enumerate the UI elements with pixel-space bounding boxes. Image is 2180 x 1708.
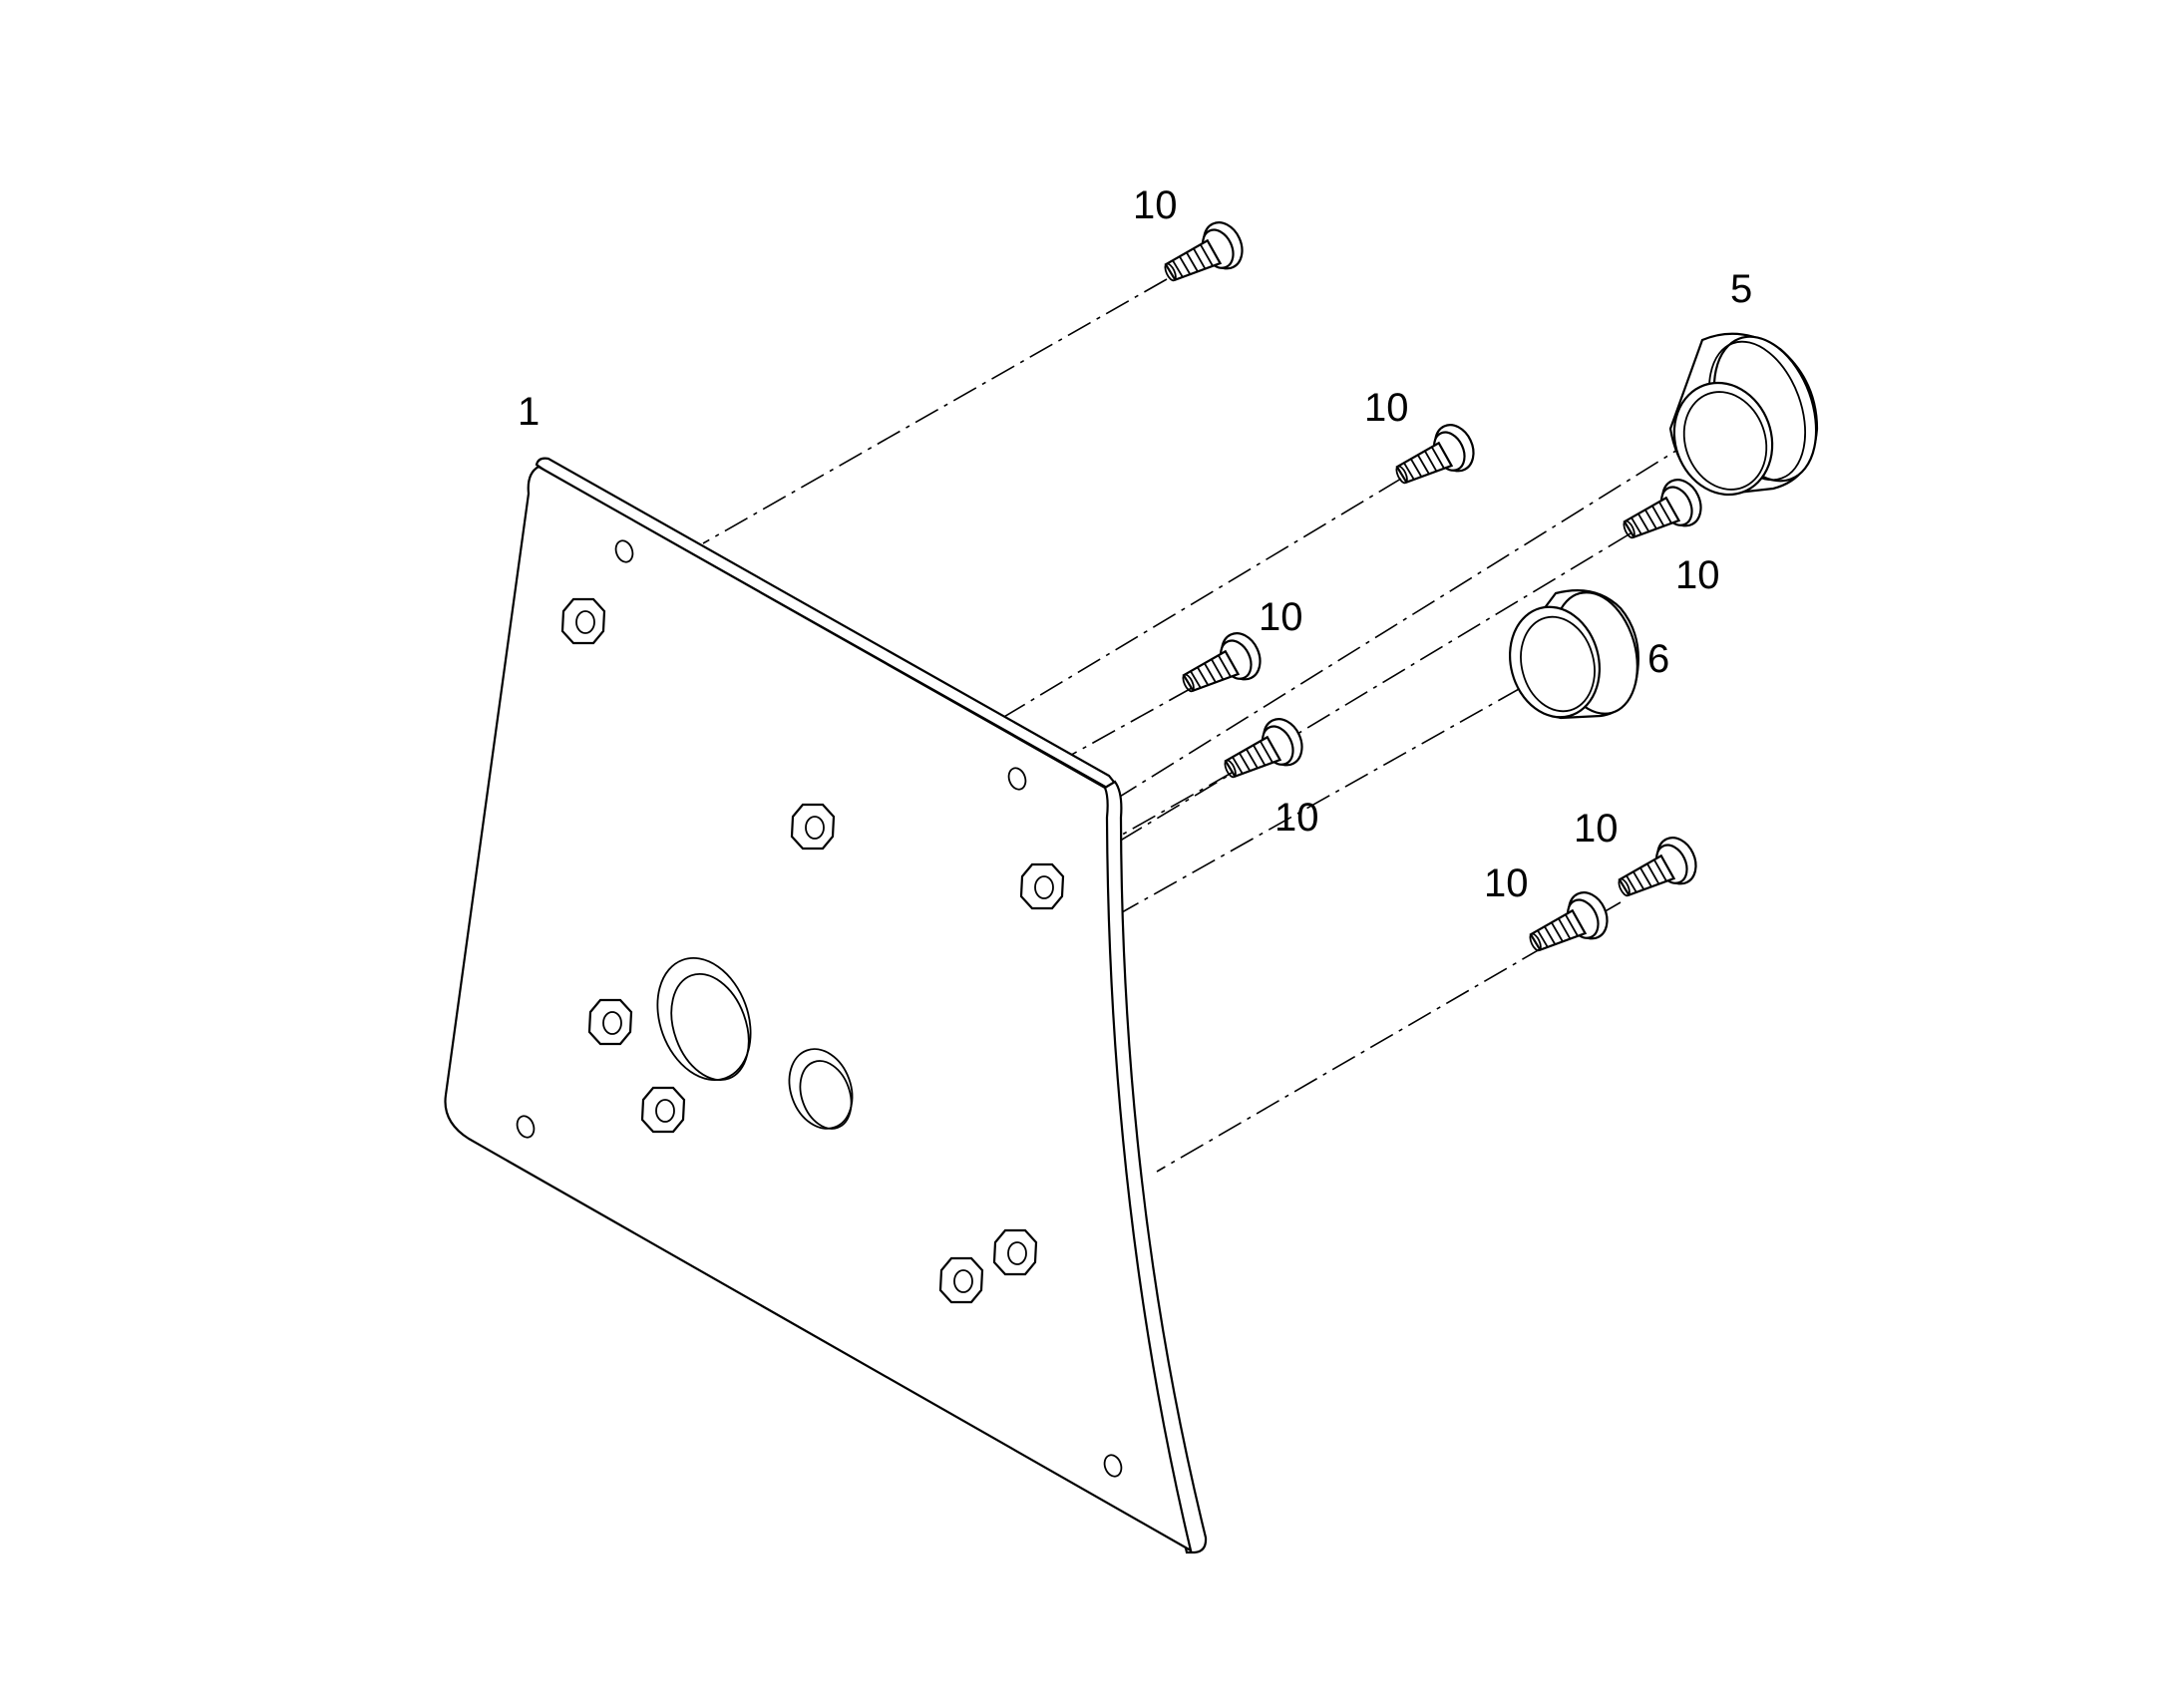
plate-hole <box>1103 1454 1123 1478</box>
leader-screw-f <box>1116 532 1632 844</box>
plate-hole <box>516 1115 536 1139</box>
callout-screw-f: 10 <box>1675 553 1720 597</box>
screw-b <box>1385 417 1482 498</box>
leader-bushing-6 <box>1121 687 1522 913</box>
leader-screw-a <box>702 278 1168 544</box>
plate-cutout-large <box>656 957 752 1082</box>
screw-h <box>1608 830 1704 910</box>
leader-screw-c <box>1056 687 1193 764</box>
hex-nut <box>1019 862 1065 910</box>
hex-nut <box>992 1228 1038 1276</box>
callout-flange-5: 5 <box>1730 267 1752 311</box>
hex-nut <box>938 1256 984 1304</box>
callout-screw-b: 10 <box>1364 386 1409 430</box>
callout-screw-d: 10 <box>1274 796 1319 840</box>
screw-a <box>1154 214 1251 295</box>
bushing-small <box>1508 589 1639 720</box>
leader-screw-d <box>1116 772 1233 839</box>
callout-labels: 1 5 6 10 10 10 10 10 10 10 <box>518 183 1752 905</box>
plate-hole <box>1007 767 1027 791</box>
callout-screw-a: 10 <box>1133 183 1178 227</box>
callout-screw-c: 10 <box>1259 595 1303 639</box>
callout-screw-h: 10 <box>1574 807 1619 851</box>
plate-face <box>444 465 1193 1553</box>
plate-cutout-small <box>788 1048 854 1130</box>
hex-nut <box>790 803 836 851</box>
callout-bushing-6: 6 <box>1647 637 1669 681</box>
hex-nut <box>640 1086 686 1134</box>
callout-plate: 1 <box>518 390 540 434</box>
screw-c <box>1172 625 1269 706</box>
leader-flange-5 <box>1101 438 1696 809</box>
flange-bushing-large <box>1668 332 1819 497</box>
mounting-plate <box>444 457 1208 1554</box>
hex-nut <box>587 998 633 1046</box>
screw-f <box>1613 472 1709 552</box>
screw-d <box>1214 711 1310 792</box>
hex-nut <box>560 597 606 645</box>
plate-hole <box>614 539 634 563</box>
leader-screw-b <box>1001 478 1402 719</box>
callout-screw-g: 10 <box>1484 861 1529 905</box>
